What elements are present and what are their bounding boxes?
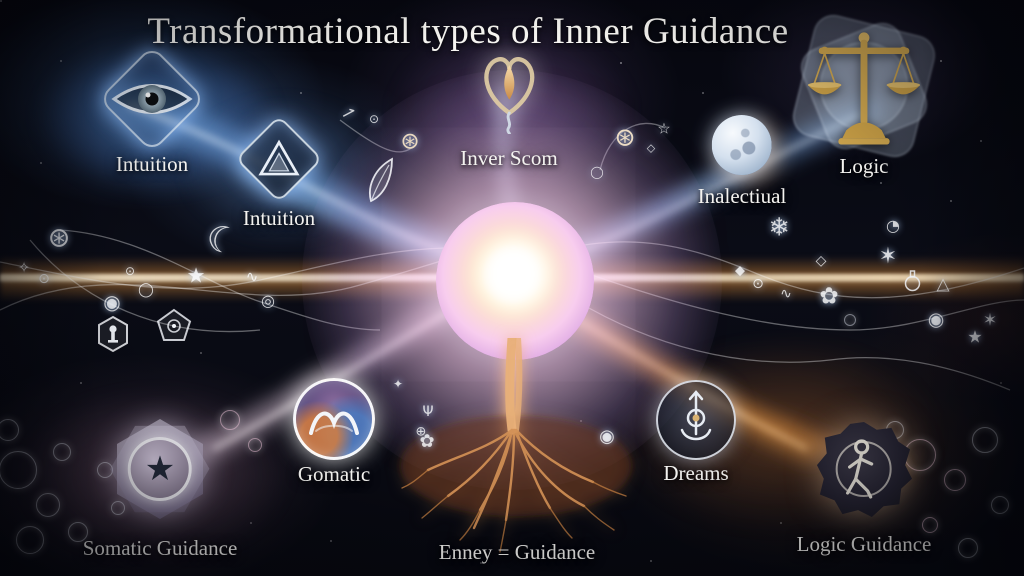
node-label: Gomatic bbox=[297, 462, 371, 486]
flask-icon bbox=[904, 270, 921, 292]
page-title: Transformational types of Inner Guidance bbox=[147, 11, 789, 52]
node-logic-guidance: Logic Guidance bbox=[796, 420, 932, 557]
ring-icon: ◯ bbox=[590, 165, 604, 179]
sparkle-icon: ✧ bbox=[17, 258, 31, 277]
pentagon-emblem-icon bbox=[156, 308, 192, 341]
sparkle-icon: ✦ bbox=[392, 377, 404, 391]
bubble-particle bbox=[991, 496, 1009, 514]
bubble-particle bbox=[248, 438, 262, 452]
node-somatic: ★ Somatic Guidance bbox=[82, 416, 238, 561]
mandala-flower-icon: ✿ bbox=[819, 283, 839, 310]
walking-figure-rose-icon bbox=[815, 420, 913, 518]
snowflake-icon: ❄ bbox=[768, 212, 790, 242]
ring-icon: ◯ bbox=[138, 282, 154, 298]
branch-glyph-icon: Ψ bbox=[422, 404, 434, 420]
starburst-icon: ✶ bbox=[982, 310, 998, 331]
moon-phase-icon: ◔ bbox=[886, 216, 900, 235]
silver-star-icon: ★ bbox=[967, 327, 983, 348]
node-gomatic: Gomatic bbox=[293, 378, 375, 487]
node-intuition-triangle: Intuition bbox=[240, 120, 318, 231]
node-label: Inver Scom bbox=[460, 146, 558, 170]
sealed-sigil-icon: ⊛ bbox=[614, 122, 636, 152]
bubble-particle bbox=[0, 451, 37, 489]
bubble-particle bbox=[36, 493, 60, 517]
triangle-glyph bbox=[258, 139, 300, 176]
bubble-particle bbox=[844, 314, 856, 326]
node-dreams: Dreams bbox=[656, 380, 736, 486]
node-label: Intuition bbox=[115, 152, 189, 176]
crystal-star-icon: ✶ bbox=[878, 244, 898, 269]
anchor-emblem-icon bbox=[656, 380, 736, 460]
star-ring: ★ bbox=[127, 437, 192, 501]
plus-medallion-icon: ⊕ bbox=[415, 424, 427, 440]
eye-icon-graphic bbox=[111, 84, 193, 114]
orb-dot-icon: ⊙ bbox=[38, 271, 50, 287]
heart-flame-icon bbox=[484, 57, 534, 134]
figure-sphere-icon: ◉ bbox=[927, 308, 945, 331]
sealed-sigil-icon: ⊛ bbox=[400, 128, 420, 155]
hexagon-pawn-icon bbox=[98, 315, 128, 353]
orb-bright-core bbox=[478, 238, 550, 310]
node-intuition-eye: Intuition bbox=[102, 60, 202, 177]
node-label: Dreams bbox=[663, 461, 729, 485]
bubble-particle bbox=[53, 443, 71, 461]
compass-icon: ⊛ bbox=[47, 222, 71, 254]
swan-wave-icon: ∿ bbox=[245, 267, 259, 286]
node-label: Logic Guidance bbox=[796, 532, 932, 556]
node-label: Logic bbox=[839, 154, 889, 178]
feather-icon bbox=[369, 157, 393, 203]
gem-icon: ◆ bbox=[735, 263, 745, 279]
bubble-particle bbox=[16, 526, 44, 554]
node-label: Inalectiual bbox=[697, 184, 787, 208]
moon-icon bbox=[712, 115, 772, 175]
star-outline-icon: ☆ bbox=[657, 119, 671, 138]
scales-graphic bbox=[807, 32, 921, 145]
node-logic: Logic bbox=[788, 10, 940, 179]
potion-triangle-icon: △ bbox=[936, 274, 950, 295]
lungs-medallion-icon: ◉ bbox=[599, 426, 615, 447]
shell-wave-icon: ∿ bbox=[780, 286, 792, 302]
pin-icon: ⊙ bbox=[124, 264, 136, 278]
star-glyph-icon: ★ bbox=[144, 449, 176, 489]
eye-icon bbox=[102, 60, 202, 138]
bubble-particle bbox=[972, 427, 998, 453]
node-label: Somatic Guidance bbox=[82, 536, 238, 560]
crossed-arcs-glyph bbox=[309, 411, 359, 435]
bubble-particle bbox=[958, 538, 978, 558]
scales-icon bbox=[788, 10, 940, 162]
orb-dot-icon: ⊙ bbox=[368, 112, 380, 126]
ring-glyph-icon: ◎ bbox=[261, 291, 275, 310]
node-inner-scom: Inver Scom bbox=[460, 46, 558, 171]
crossed-arcs-icon bbox=[293, 378, 375, 460]
anchor-emblem-glyph bbox=[680, 390, 712, 441]
node-label-enney: Enney = Guidance bbox=[438, 540, 596, 564]
diamond-icon: ◇ bbox=[646, 141, 656, 155]
sphere-icon: ◉ bbox=[103, 290, 121, 314]
figure-ring bbox=[835, 441, 892, 497]
node-intellectual: Inalectiual bbox=[697, 115, 787, 209]
orb-dot-icon: ⊙ bbox=[752, 276, 764, 292]
star-hexagram-icon: ★ bbox=[107, 416, 213, 522]
node-label: Intuition bbox=[242, 206, 316, 230]
triangle-prism-icon bbox=[240, 120, 318, 198]
crystal-icon: ◇ bbox=[815, 253, 827, 269]
bubble-particle bbox=[944, 469, 966, 491]
star-icon: ★ bbox=[186, 263, 206, 288]
